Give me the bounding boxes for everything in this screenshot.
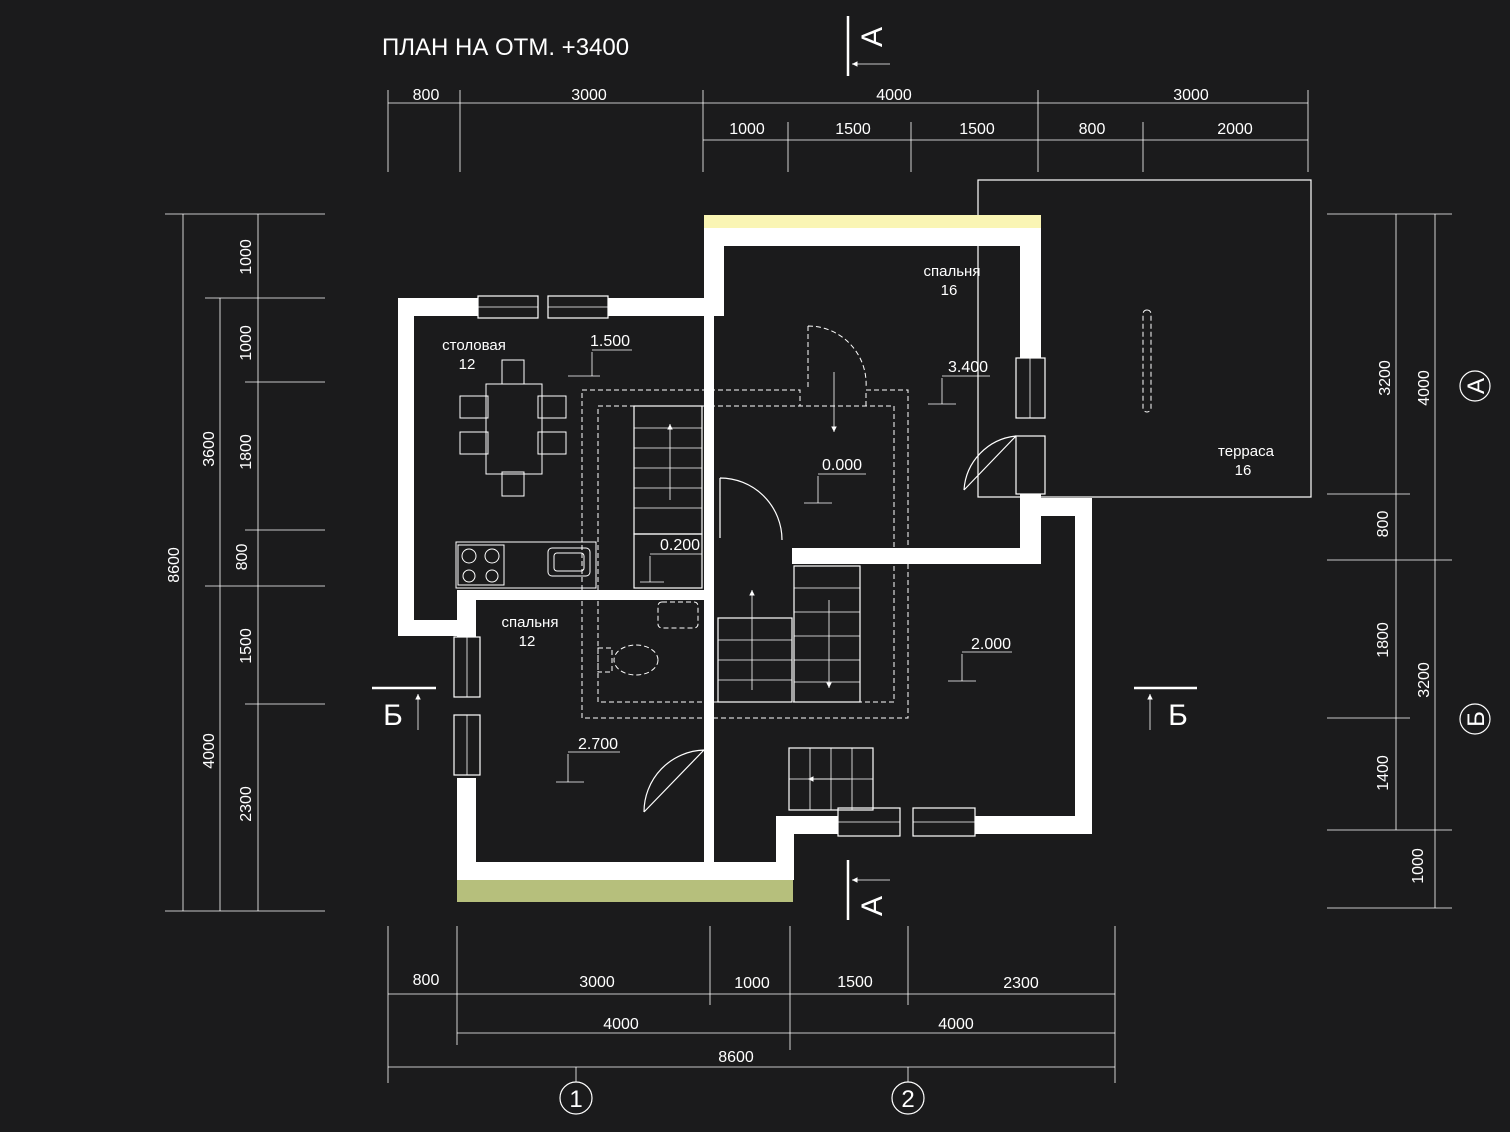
terrace-drain	[1142, 309, 1152, 413]
dim-bot-800: 800	[413, 972, 440, 989]
terrace-outline	[977, 179, 1312, 498]
dim-bot-1500: 1500	[837, 974, 873, 991]
left-dimensions: 8600 3600 4000 1000 1000 1800 800 1500 2…	[165, 213, 325, 912]
dim-left-3600: 3600	[201, 431, 218, 467]
section-a-top: А	[856, 27, 889, 47]
roof-strip-top	[704, 215, 1041, 228]
dim-right-1000: 1000	[1410, 848, 1427, 884]
level-right: 2.000	[971, 636, 1011, 653]
room-terrace-name: терраса	[1218, 443, 1275, 460]
dim-right-3200b: 3200	[1416, 662, 1433, 698]
right-dimensions: 3200 800 1800 1400 4000 3200 1000	[1327, 213, 1452, 909]
walls	[398, 228, 1092, 880]
doors	[643, 325, 1017, 813]
room-labels: столовая 12 спальня 16 спальня 12 террас…	[442, 263, 1274, 650]
room-bedroom-bottom-area: 12	[519, 633, 536, 650]
section-a-bottom: А	[856, 896, 889, 916]
dim-right-800: 800	[1375, 511, 1392, 538]
room-dining-name: столовая	[442, 337, 506, 354]
dim-left-2300: 2300	[238, 786, 255, 822]
dim-right-4000: 4000	[1416, 370, 1433, 406]
stairs	[633, 372, 874, 811]
dim-left-1000a: 1000	[238, 239, 255, 275]
dim-right-1400: 1400	[1375, 755, 1392, 791]
room-bedroom-top-area: 16	[941, 282, 958, 299]
level-dining: 1.500	[590, 333, 630, 350]
dim-right-3200a: 3200	[1377, 360, 1394, 396]
dim-top2-1500b: 1500	[959, 121, 995, 138]
dim-top-4000: 4000	[876, 87, 912, 104]
axis-1: 1	[569, 1086, 582, 1113]
dim-left-4000: 4000	[201, 733, 218, 769]
hidden-lines	[581, 389, 909, 719]
level-stair-mid: 0.000	[822, 457, 862, 474]
dim-left-1000b: 1000	[238, 325, 255, 361]
dim-top2-1500a: 1500	[835, 121, 871, 138]
dim-top-3000b: 3000	[1173, 87, 1209, 104]
balcony-strip-bottom	[457, 880, 793, 902]
room-terrace-area: 16	[1235, 462, 1252, 479]
plan-title: ПЛАН НА ОТМ. +3400	[382, 34, 629, 61]
room-bedroom-bottom-name: спальня	[502, 614, 559, 631]
level-bedroom-top: 3.400	[948, 359, 988, 376]
dim-right-1800: 1800	[1375, 622, 1392, 658]
axis-2: 2	[901, 1086, 914, 1113]
axis-b: Б	[1463, 711, 1490, 727]
room-bedroom-top-name: спальня	[924, 263, 981, 280]
dim-left-1500: 1500	[238, 628, 255, 664]
dim-top2-2000: 2000	[1217, 121, 1253, 138]
dim-bot-3000: 3000	[579, 974, 615, 991]
section-marks: А А Б Б	[372, 16, 1197, 920]
dim-left-800: 800	[234, 544, 251, 571]
dim-left-1800: 1800	[238, 434, 255, 470]
top-dimensions: 800 3000 4000 3000 1000 1500 1500 800 20…	[387, 87, 1309, 172]
dim-left-total: 8600	[166, 547, 183, 583]
furniture	[455, 359, 699, 676]
section-b-left: Б	[383, 699, 403, 732]
room-dining-area: 12	[459, 356, 476, 373]
bottom-dimensions: 800 3000 1000 1500 2300 4000 4000 8600	[387, 926, 1116, 1083]
dim-bot-total: 8600	[718, 1049, 754, 1066]
dim-top2-800: 800	[1079, 121, 1106, 138]
dim-bot2-4000a: 4000	[603, 1016, 639, 1033]
level-stair-low: 0.200	[660, 537, 700, 554]
dim-bot-1000: 1000	[734, 975, 770, 992]
dim-top-3000a: 3000	[571, 87, 607, 104]
dim-top2-1000: 1000	[729, 121, 765, 138]
axis-a: А	[1463, 378, 1490, 394]
dim-top-800: 800	[413, 87, 440, 104]
windows	[453, 295, 1046, 837]
section-b-right: Б	[1168, 699, 1188, 732]
axis-markers: 1 2 А Б	[559, 370, 1491, 1115]
level-marks: 1.500 3.400 0.000 0.200 2.000 2.700	[556, 333, 1012, 783]
level-bedroom-bottom: 2.700	[578, 736, 618, 753]
dim-bot2-4000b: 4000	[938, 1016, 974, 1033]
dim-bot-2300: 2300	[1003, 975, 1039, 992]
